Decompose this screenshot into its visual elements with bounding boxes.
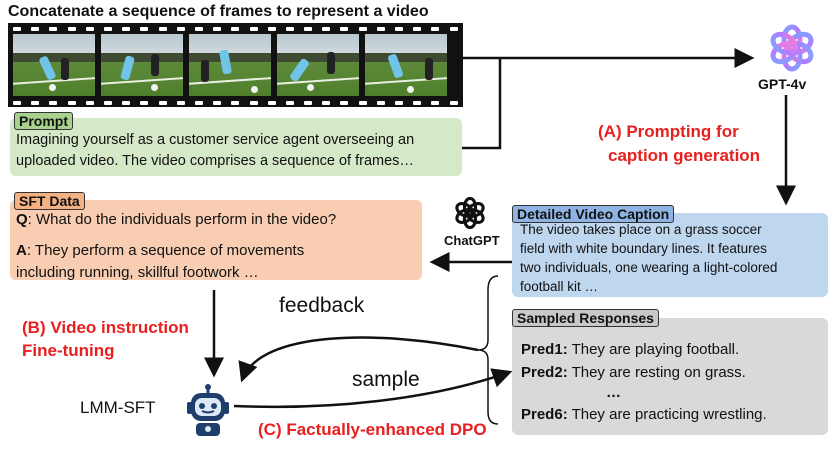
sample-label: sample [352, 368, 420, 391]
pred-text: They are playing football. [567, 341, 740, 358]
pred-label: Pred1: [521, 341, 568, 358]
prompt-line-2: uploaded video. The video comprises a se… [16, 153, 414, 169]
response-item: Pred2: They are resting on grass. [521, 364, 746, 381]
prompt-connector [462, 58, 502, 150]
openai-logo-gradient-icon [770, 24, 814, 72]
film-perforations-bottom [8, 98, 463, 107]
pred-text: They are practicing wrestling. [567, 406, 767, 423]
arrow-feedback [238, 336, 479, 383]
sft-data-label: SFT Data [14, 192, 85, 210]
caption-box [512, 213, 828, 297]
video-frame [365, 34, 447, 96]
video-frame [101, 34, 183, 96]
brace-connector [477, 275, 499, 425]
step-b-line-2: Fine-tuning [22, 341, 115, 360]
pred-label: Pred2: [521, 364, 568, 381]
feedback-label: feedback [279, 294, 365, 317]
a-prefix: A [16, 242, 27, 259]
sft-data-box [10, 200, 422, 280]
q-text: : What do the individuals perform in the… [27, 211, 337, 228]
caption-text: The video takes place on a grass soccer … [520, 220, 824, 296]
video-frame [13, 34, 95, 96]
responses-box [512, 318, 828, 435]
video-frame [189, 34, 271, 96]
responses-label: Sampled Responses [512, 309, 659, 327]
step-a-line-1: (A) Prompting for [598, 122, 739, 141]
video-frame [277, 34, 359, 96]
pred-label: Pred6: [521, 406, 568, 423]
response-ellipsis: … [606, 384, 621, 401]
caption-line: field with white boundary lines. It feat… [520, 241, 767, 256]
video-frames-filmstrip [8, 23, 463, 107]
pred-text: They are resting on grass. [567, 364, 746, 381]
page-title: Concatenate a sequence of frames to repr… [8, 3, 429, 20]
step-a-line-2: caption generation [608, 146, 761, 165]
step-b-line-1: (B) Video instruction [22, 318, 189, 337]
step-c-label: (C) Factually-enhanced DPO [258, 420, 487, 439]
a-line-1: : They perform a sequence of movements [26, 242, 305, 259]
caption-line: football kit … [520, 279, 599, 294]
lmm-sft-label: LMM-SFT [80, 398, 156, 417]
a-line-2: including running, skillful footwork … [16, 264, 259, 281]
q-prefix: Q [16, 211, 28, 228]
arrow-sample [233, 368, 513, 409]
sft-answer: A: They perform a sequence of movements … [16, 240, 416, 284]
caption-line: The video takes place on a grass soccer [520, 222, 762, 237]
gpt4v-label: GPT-4v [758, 76, 807, 92]
caption-line: two individuals, one wearing a light-col… [520, 260, 778, 275]
prompt-text: Imagining yourself as a customer service… [16, 130, 456, 172]
film-perforations-top [8, 24, 463, 33]
chatgpt-label: ChatGPT [444, 233, 500, 248]
caption-label: Detailed Video Caption [512, 205, 675, 223]
robot-icon [187, 384, 229, 436]
response-item: Pred1: They are playing football. [521, 341, 739, 358]
prompt-line-1: Imagining yourself as a customer service… [16, 132, 415, 148]
prompt-label: Prompt [14, 112, 73, 130]
prompt-box [10, 118, 462, 176]
sft-question: Q: What do the individuals perform in th… [16, 211, 336, 228]
openai-logo-icon [455, 196, 485, 230]
response-item: Pred6: They are practicing wrestling. [521, 406, 767, 423]
